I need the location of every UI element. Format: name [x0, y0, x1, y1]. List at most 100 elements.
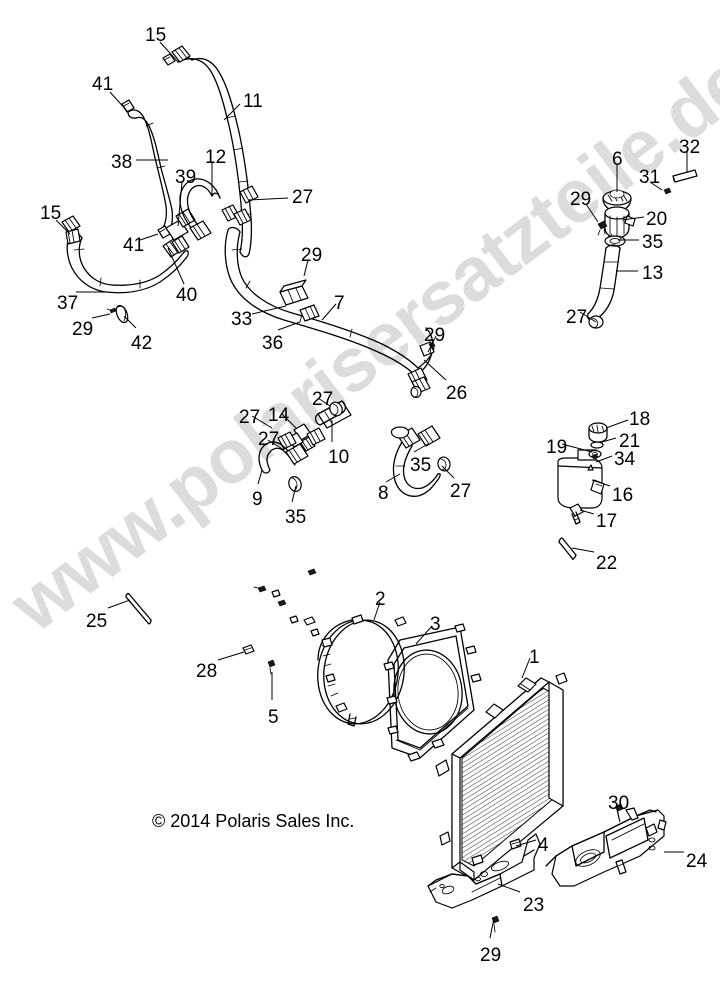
callout-number-31: 31: [639, 167, 661, 188]
part-13-hose-thermostat-outlet: [586, 244, 621, 329]
leader-line-15: [159, 41, 179, 63]
leader-line-11: [223, 103, 241, 121]
leader-line-42: [123, 315, 137, 329]
part-2-fan-ring: [303, 614, 405, 727]
leader-line-18: [605, 419, 629, 429]
callout-number-21: 21: [619, 431, 641, 452]
callout-number-26: 26: [446, 383, 468, 404]
leader-line-41: [109, 91, 129, 113]
callout-number-2: 2: [375, 589, 386, 610]
callout-number-42: 42: [131, 333, 153, 354]
callout-number-20: 20: [646, 209, 668, 230]
part-27-clamps-cluster: [277, 401, 343, 450]
part-5-screw: [267, 659, 276, 675]
part-9-hose-elbow: [258, 441, 309, 492]
callout-number-30: 30: [608, 793, 630, 814]
callout-number-13: 13: [642, 263, 664, 284]
leader-line-27: [251, 415, 273, 429]
leader-line-19: [561, 443, 593, 453]
leader-line-27: [579, 311, 597, 323]
callout-number-16: 16: [612, 485, 634, 506]
callout-number-18: 18: [629, 409, 651, 430]
callout-number-15: 15: [40, 203, 62, 224]
part-21-seal: [590, 441, 604, 449]
part-39-fitting-tee: [165, 208, 196, 254]
callout-number-33: 33: [231, 309, 253, 330]
callout-number-1: 1: [529, 647, 540, 668]
part-16-recovery-bottle: [557, 449, 605, 509]
callout-number-35: 35: [410, 455, 432, 476]
part-24-bracket-right: [545, 807, 667, 887]
leader-line-35: [291, 485, 297, 503]
leader-line-14: [281, 413, 297, 429]
callout-number-22: 22: [596, 553, 618, 574]
leader-line-20: [621, 216, 645, 221]
leader-line-40: [167, 247, 185, 285]
leader-line-30: [615, 805, 621, 823]
leader-line-35: [413, 443, 429, 453]
part-32-pin: [672, 169, 698, 183]
part-23-bracket-left: [427, 833, 541, 909]
leader-line-31: [649, 181, 663, 191]
part-12-hose-elbow-upper: [179, 178, 221, 241]
callout-number-4: 4: [538, 835, 549, 856]
leader-line-1: [521, 657, 531, 679]
callout-number-17: 17: [596, 511, 618, 532]
leader-line-25: [107, 599, 131, 609]
callout-number-8: 8: [378, 483, 389, 504]
part-31-screw-tiny: [663, 187, 672, 195]
leader-line-27: [267, 439, 285, 451]
callout-number-35: 35: [642, 232, 664, 253]
leader-line-2: [373, 601, 381, 621]
callout-number-15: 15: [145, 25, 167, 46]
callout-number-29: 29: [480, 945, 502, 966]
callout-number-41: 41: [92, 74, 114, 95]
part-1-radiator-core: [435, 672, 568, 881]
part-35-o-ring-thermostat: [604, 233, 626, 247]
part-17-fitting: [569, 503, 584, 525]
leader-line-36: [277, 321, 301, 331]
part-20-thermostat-housing: [604, 206, 636, 239]
leader-line-8: [385, 473, 401, 483]
leader-lines: [55, 41, 688, 939]
part-3-fan-shroud: [383, 616, 482, 762]
leader-line-26: [423, 359, 447, 381]
callout-number-9: 9: [252, 489, 263, 510]
leader-line-29: [489, 917, 495, 939]
leader-line-28: [217, 651, 245, 661]
callout-number-41: 41: [123, 235, 145, 256]
leader-line-27: [317, 397, 331, 407]
callout-number-24: 24: [686, 851, 708, 872]
part-25-rod: [125, 592, 152, 625]
leader-line-23: [497, 883, 521, 893]
leader-line-3: [415, 625, 433, 645]
leader-line-33: [251, 305, 287, 315]
part-8-hose-u-bend: [390, 425, 451, 497]
part-11-hose-upper-long: [162, 45, 253, 258]
callout-number-27: 27: [292, 187, 314, 208]
leader-line-34: [595, 455, 613, 463]
part-28-clip: [242, 644, 255, 655]
leader-line-21: [601, 437, 617, 443]
callout-number-23: 23: [523, 895, 545, 916]
leader-line-29: [427, 335, 437, 353]
leader-line-29: [91, 313, 111, 319]
callout-number-29: 29: [570, 189, 592, 210]
callout-number-7: 7: [334, 293, 345, 314]
callout-number-25: 25: [86, 611, 108, 632]
callout-number-27: 27: [566, 307, 588, 328]
callout-number-29: 29: [424, 325, 446, 346]
callout-number-5: 5: [268, 707, 279, 728]
callout-number-27: 27: [312, 389, 334, 410]
leader-line-29: [585, 203, 599, 223]
leader-line-27: [441, 465, 455, 479]
part-26-hose-branch: [407, 327, 436, 399]
callout-number-10: 10: [328, 447, 350, 468]
leader-line-27: [247, 197, 289, 201]
leader-line-4: [515, 839, 537, 847]
leader-line-17: [579, 509, 595, 515]
leader-line-16: [591, 479, 611, 487]
part-22-bottle-hose: [558, 537, 577, 560]
